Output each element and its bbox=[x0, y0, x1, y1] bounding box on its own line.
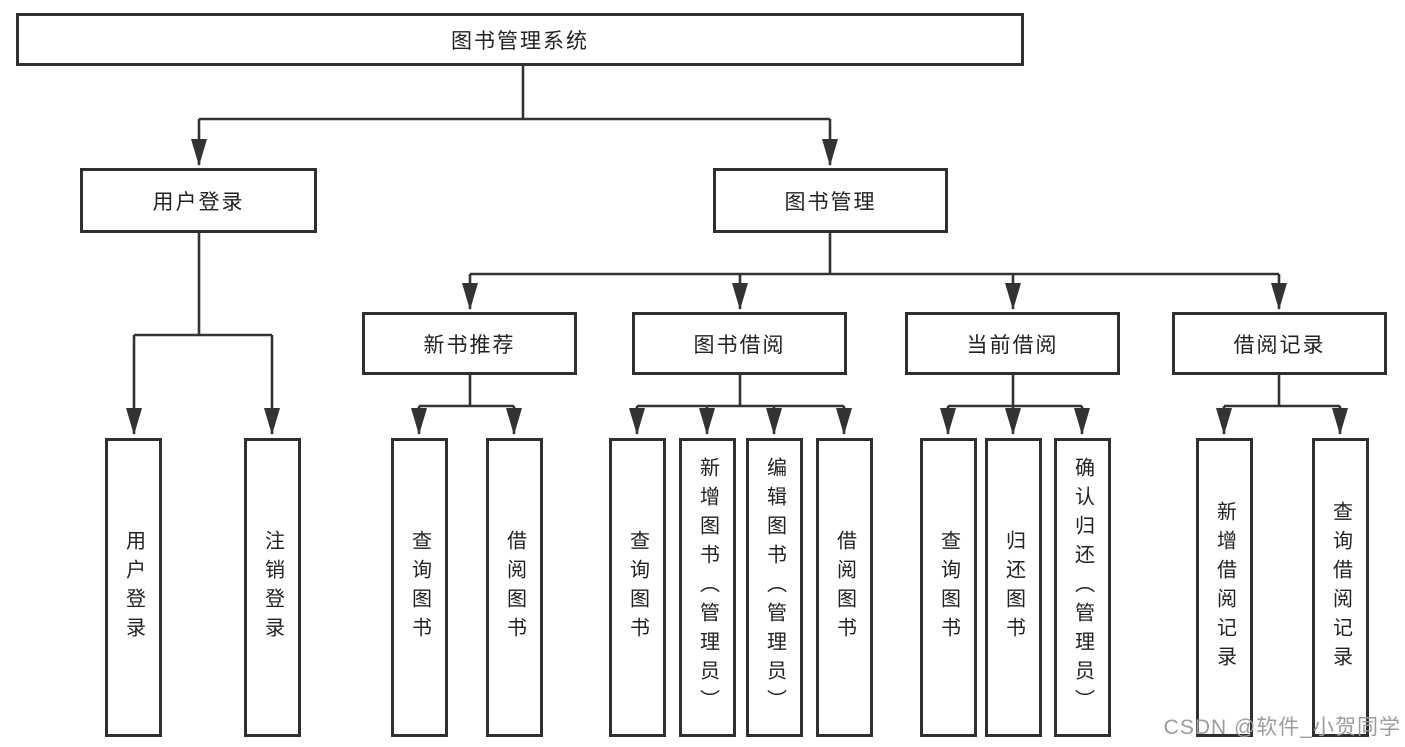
node-book-borrow-label: 图书借阅 bbox=[693, 333, 786, 357]
leaf-current-confirm-return: 确认归还（管理员） bbox=[1054, 438, 1111, 737]
leaf-borrow-add-book: 新增图书（管理员） bbox=[679, 438, 736, 737]
node-current-borrow: 当前借阅 bbox=[905, 312, 1120, 375]
node-book-borrow: 图书借阅 bbox=[632, 312, 847, 375]
leaf-records-add-record-label: 新增借阅记录 bbox=[1213, 500, 1236, 675]
leaf-borrow-borrow-book-label: 借阅图书 bbox=[833, 529, 856, 646]
leaf-borrow-edit-book-label: 编辑图书（管理员） bbox=[763, 457, 786, 718]
watermark-text: CSDN @软件_小贺同学 bbox=[1163, 716, 1401, 739]
node-new-book-recommend: 新书推荐 bbox=[362, 312, 577, 375]
node-book-management-label: 图书管理 bbox=[784, 190, 877, 214]
leaf-logout: 注销登录 bbox=[244, 438, 301, 737]
leaf-records-query-record: 查询借阅记录 bbox=[1312, 438, 1369, 737]
node-borrow-records-label: 借阅记录 bbox=[1233, 333, 1326, 357]
connectors bbox=[126, 66, 1348, 435]
leaf-recommend-query-book-label: 查询图书 bbox=[408, 529, 431, 646]
leaf-borrow-add-book-label: 新增图书（管理员） bbox=[696, 457, 719, 718]
leaf-borrow-borrow-book: 借阅图书 bbox=[816, 438, 873, 737]
leaf-current-query-book-label: 查询图书 bbox=[937, 529, 960, 646]
leaf-records-add-record: 新增借阅记录 bbox=[1196, 438, 1253, 737]
leaf-current-confirm-return-label: 确认归还（管理员） bbox=[1071, 457, 1094, 718]
node-borrow-records: 借阅记录 bbox=[1172, 312, 1387, 375]
leaf-recommend-borrow-book-label: 借阅图书 bbox=[503, 529, 526, 646]
leaf-user-login: 用户登录 bbox=[105, 438, 162, 737]
leaf-current-return-book-label: 归还图书 bbox=[1002, 529, 1025, 646]
leaf-borrow-edit-book: 编辑图书（管理员） bbox=[746, 438, 803, 737]
node-root-label: 图书管理系统 bbox=[451, 29, 589, 53]
node-user-login: 用户登录 bbox=[80, 168, 317, 233]
leaf-records-query-record-label: 查询借阅记录 bbox=[1329, 500, 1352, 675]
node-root: 图书管理系统 bbox=[16, 13, 1024, 66]
leaf-borrow-query-book-label: 查询图书 bbox=[626, 529, 649, 646]
leaf-current-query-book: 查询图书 bbox=[920, 438, 977, 737]
node-new-book-recommend-label: 新书推荐 bbox=[423, 333, 516, 357]
node-book-management: 图书管理 bbox=[713, 168, 948, 233]
leaf-recommend-query-book: 查询图书 bbox=[391, 438, 448, 737]
leaf-borrow-query-book: 查询图书 bbox=[609, 438, 666, 737]
leaf-user-login-label: 用户登录 bbox=[122, 529, 145, 646]
leaf-current-return-book: 归还图书 bbox=[985, 438, 1042, 737]
node-user-login-label: 用户登录 bbox=[152, 190, 245, 214]
leaf-recommend-borrow-book: 借阅图书 bbox=[486, 438, 543, 737]
leaf-logout-label: 注销登录 bbox=[261, 529, 284, 646]
node-current-borrow-label: 当前借阅 bbox=[966, 333, 1059, 357]
